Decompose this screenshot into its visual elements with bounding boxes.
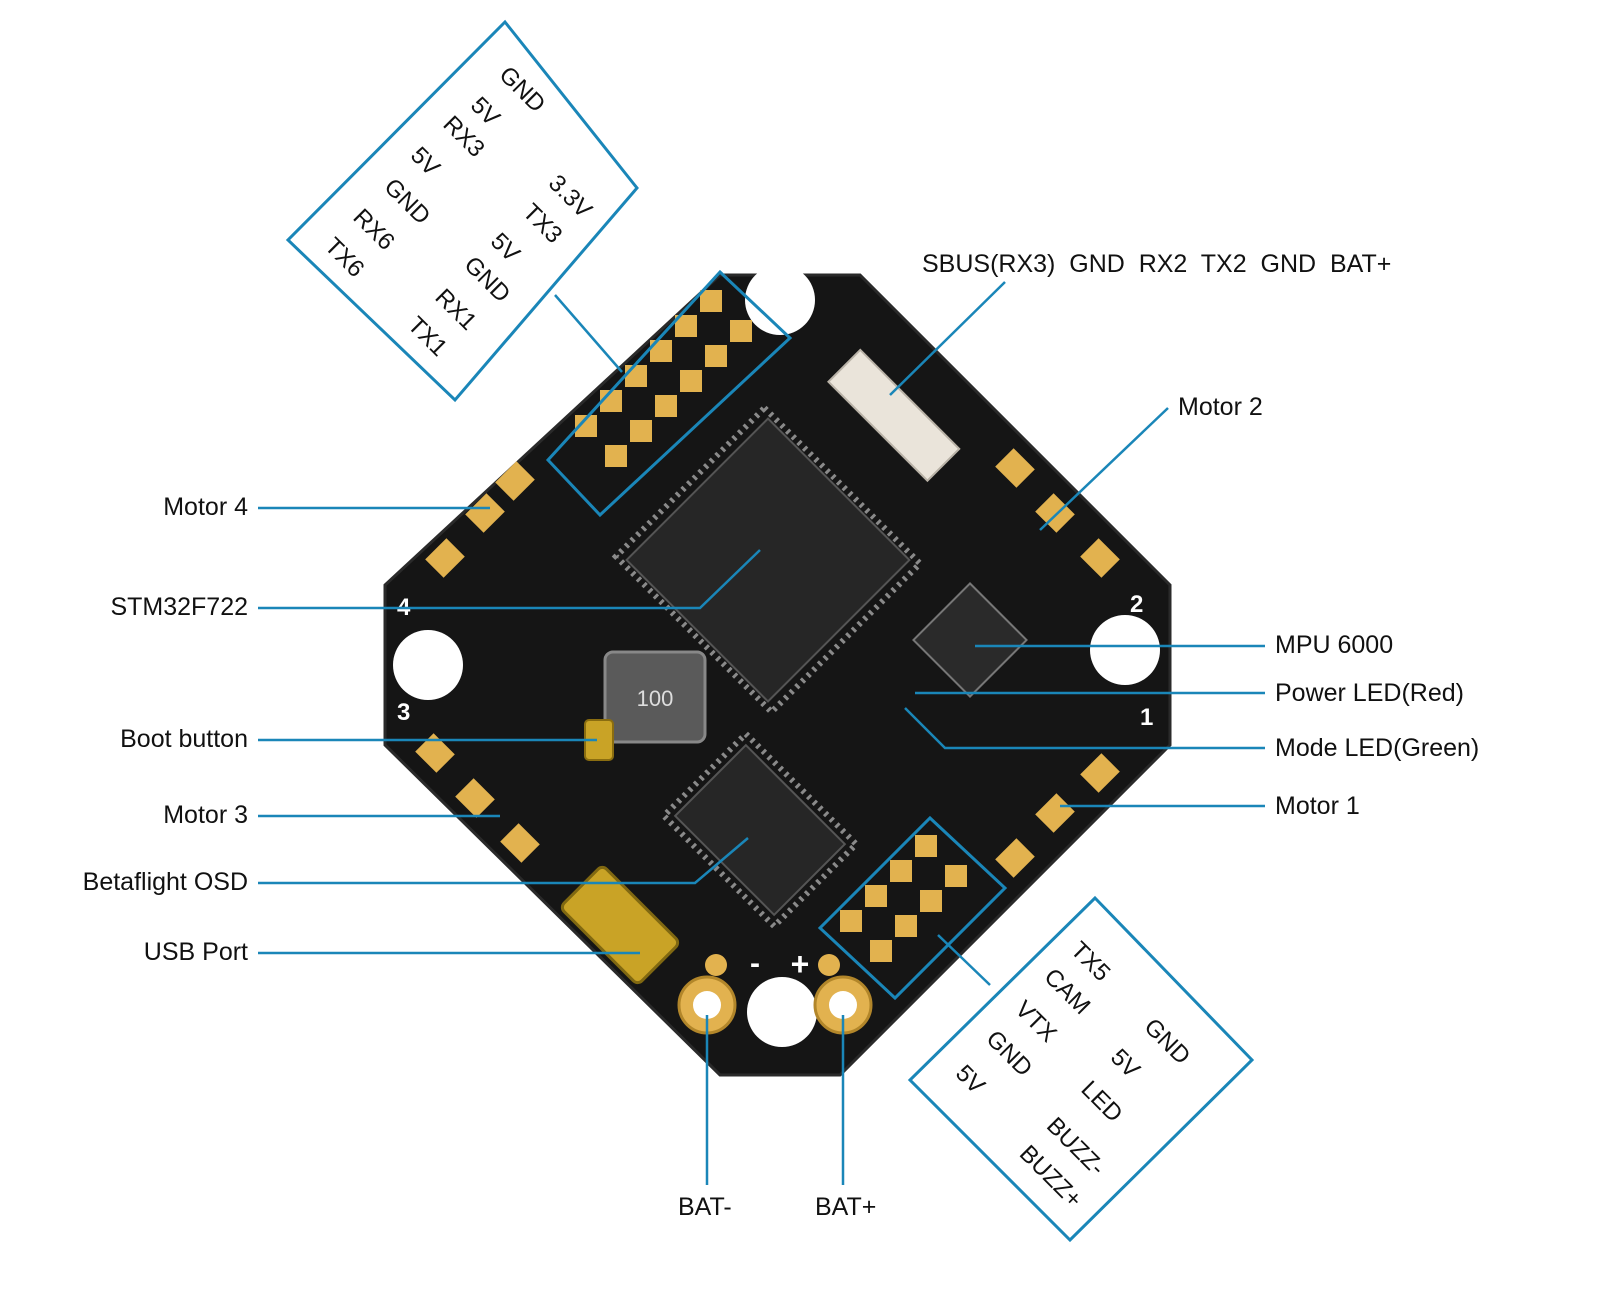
bat-plus-small-pad	[818, 954, 840, 976]
motor3-label: Motor 3	[163, 801, 248, 829]
motor-number-1: 1	[1140, 704, 1153, 731]
mount-hole-right	[1090, 615, 1160, 685]
top-pad-outline	[545, 269, 793, 518]
motor-number-2: 2	[1130, 591, 1143, 618]
bat-minus-label: BAT-	[678, 1193, 732, 1221]
motor4-label: Motor 4	[163, 493, 248, 521]
inductor	[603, 650, 707, 744]
bat-plus-label: BAT+	[815, 1193, 877, 1221]
sbus-header-label: SBUS(RX3) GND RX2 TX2 GND BAT+	[922, 250, 1392, 278]
motor-number-3: 3	[397, 699, 410, 726]
bat-plus-hole	[829, 991, 857, 1019]
stm32-chip	[611, 403, 925, 717]
bat-minus-small-pad	[705, 954, 727, 976]
flight-controller-board: 100	[383, 265, 1172, 1077]
top-pinout-box	[285, 19, 639, 403]
sbus-connector	[827, 348, 961, 483]
stm32-label: STM32F722	[110, 593, 248, 621]
osd-chip	[659, 729, 861, 931]
motor-pads	[415, 448, 1120, 878]
usb-port	[560, 865, 680, 985]
bottom-pinout-box	[907, 895, 1255, 1243]
mount-hole-bottom	[747, 977, 817, 1047]
top-pad-grid	[575, 290, 752, 467]
bottom-pad-grid	[840, 835, 967, 962]
power-led-label: Power LED(Red)	[1275, 679, 1464, 707]
osd-label: Betaflight OSD	[82, 868, 248, 896]
bat-plus-sign: +	[791, 946, 810, 982]
motor2-label: Motor 2	[1178, 393, 1263, 421]
bat-minus-sign: -	[750, 947, 760, 980]
callout-lines	[258, 281, 1265, 1185]
bat-minus-hole	[693, 991, 721, 1019]
mount-hole-left	[393, 630, 463, 700]
mount-hole-top-right	[745, 265, 815, 335]
bottom-pad-outline	[817, 815, 1008, 1001]
usb-port-label: USB Port	[143, 938, 248, 966]
boot-button-label: Boot button	[120, 725, 248, 753]
inductor-marking: 100	[637, 686, 674, 711]
mpu-chip	[912, 582, 1028, 698]
mpu-label: MPU 6000	[1275, 631, 1394, 659]
motor1-label: Motor 1	[1275, 792, 1360, 820]
mode-led-label: Mode LED(Green)	[1275, 734, 1480, 762]
